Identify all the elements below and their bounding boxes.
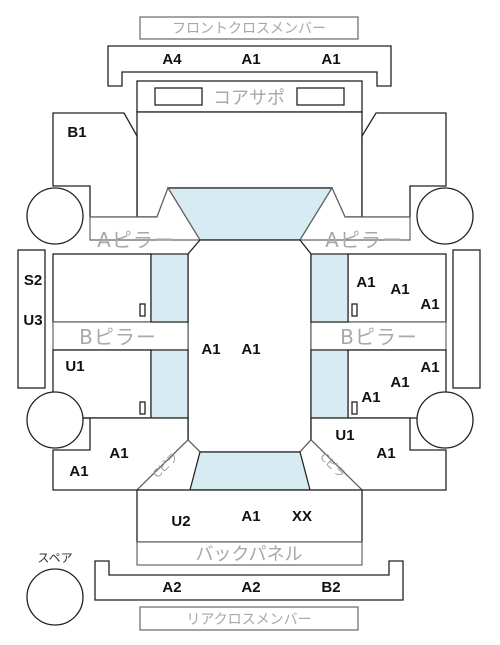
left-front-door-handle [139,303,146,317]
a-pillar-right-label: Aピラー [325,228,403,252]
rear-cross-member-label: リアクロスメンバー [186,612,311,628]
front-right-tire [416,187,474,245]
front-member-code-center: A1 [241,51,260,68]
a-pillar-right [298,186,411,241]
spare-tire [26,568,84,626]
b-pillar-right-label: Bピラー [340,325,418,349]
left-quarter-code-2: A1 [69,463,88,480]
back-panel-box [136,541,363,566]
core-support-right-slot [296,87,345,106]
rear-right-tire [416,391,474,449]
rear-member-code-center: A2 [241,579,260,596]
left-rear-door-code: U1 [65,358,84,375]
core-support-label: コアサポ [213,88,285,109]
right-rear-window [310,349,349,419]
right-quarter-code-a: A1 [376,445,395,462]
right-rear-door-code-1: A1 [420,359,439,376]
roof-code-left: A1 [201,341,220,358]
front-left-fender-code: B1 [67,124,86,141]
trunk-code-center: A1 [241,508,260,525]
b-pillar-left [52,321,189,351]
right-front-door-handle [351,303,358,317]
left-quarter-code-1: A1 [109,445,128,462]
left-rear-window [150,349,189,419]
a-pillar-left [89,186,202,241]
rear-left-tire [26,391,84,449]
left-side-sill-strip [17,249,46,389]
rear-member-bracket [94,560,404,601]
right-front-door-code-1: A1 [356,274,375,291]
front-left-tire [26,187,84,245]
left-front-window [150,253,189,323]
rear-window [189,451,311,491]
right-front-door [347,253,447,323]
rear-member-code-left: A2 [162,579,181,596]
right-front-door-code-3: A1 [420,296,439,313]
right-rear-door-code-3: A1 [361,389,380,406]
core-support-left-slot [154,87,203,106]
right-front-door-code-2: A1 [390,281,409,298]
a-pillar-left-label: Aピラー [97,228,175,252]
trunk-lid [136,489,363,543]
trunk-code-right: XX [292,508,312,525]
front-member-bracket [107,45,392,87]
front-cross-member-label: フロントクロスメンバー [172,21,326,37]
rear-cross-member-box [139,606,359,631]
spare-tire-label: スペア [37,551,72,565]
right-rear-door-handle [351,401,358,415]
left-sill-code-lower: U3 [23,312,42,329]
left-rear-quarter [52,417,189,491]
left-rear-door-handle [139,401,146,415]
right-rear-door-code-2: A1 [390,374,409,391]
back-panel-label: バックパネル [195,544,302,565]
right-quarter-code-u: U1 [335,427,354,444]
right-front-window [310,253,349,323]
b-pillar-left-label: Bピラー [79,325,157,349]
right-side-sill-strip [452,249,481,389]
front-member-code-right: A1 [321,51,340,68]
roof-code-right: A1 [241,341,260,358]
rear-member-code-right: B2 [321,579,340,596]
left-sill-code-upper: S2 [24,272,42,289]
left-front-door [52,253,152,323]
trunk-code-left: U2 [171,513,190,530]
front-member-code-left: A4 [162,51,182,68]
front-cross-member-box [139,16,359,40]
